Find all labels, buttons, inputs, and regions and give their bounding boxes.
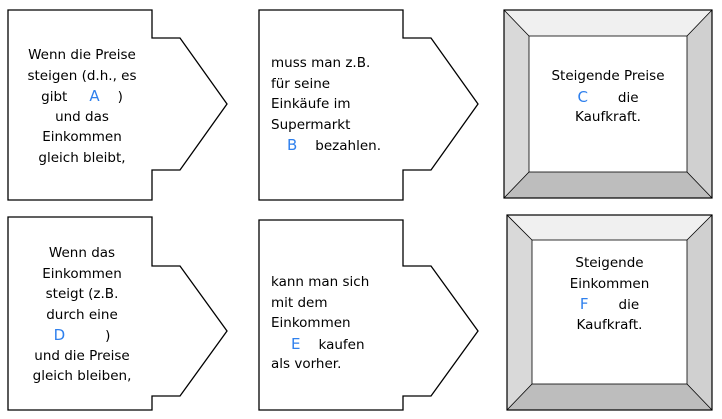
arrow-box-4	[7, 216, 228, 411]
text-line: kann man sich	[271, 274, 370, 290]
text-line: steigt (z.B.	[45, 286, 119, 302]
bevel-box-6	[506, 214, 713, 411]
text-line: Steigende Preise	[551, 68, 665, 84]
text-part: die	[618, 297, 640, 313]
text-line: muss man z.B.	[271, 55, 371, 71]
text-line: Kaufkraft.	[575, 109, 641, 125]
box2-text: muss man z.B. für seine Einkäufe im Supe…	[271, 53, 403, 156]
text-line: als vorher.	[271, 356, 342, 372]
text-part: )	[105, 328, 111, 344]
blank-letter-e: E	[291, 334, 301, 353]
text-line: Einkommen	[271, 315, 351, 331]
blank-letter-d: D	[53, 326, 66, 344]
text-line: gleich bleiben,	[32, 368, 132, 384]
blank-letter-c: C	[577, 87, 588, 106]
text-line: gleich bleibt,	[38, 149, 126, 166]
arrow-box-2	[258, 9, 479, 201]
text-line: gibt A)	[14, 86, 150, 107]
text-line: für seine	[271, 75, 331, 92]
text-line: mit dem	[271, 294, 328, 311]
bevel-box-3	[503, 9, 713, 199]
text-line: Wenn die Preise	[28, 47, 136, 63]
text-part: )	[117, 89, 123, 105]
blank-letter-f: F	[579, 295, 589, 313]
box1-text: Wenn die Preise steigen (d.h., es gibt A)…	[14, 45, 150, 168]
blank-letter-b: B	[287, 136, 298, 154]
blank-letter-a: A	[89, 87, 100, 105]
text-line: und die Preise	[34, 347, 130, 364]
box4-text: Wenn das Einkommen steigt (z.B. durch ei…	[14, 243, 150, 387]
text-line: Einkommen	[569, 275, 650, 292]
arrow-box-5	[258, 219, 479, 411]
text-part: die	[617, 89, 639, 106]
text-line: Supermarkt	[271, 116, 351, 133]
text-line: durch eine	[46, 306, 118, 323]
text-part: gibt	[41, 89, 68, 105]
text-part: kaufen	[318, 336, 365, 353]
text-line: Einkommen	[42, 129, 122, 145]
arrow-box-1	[7, 9, 228, 201]
text-line: D)	[14, 325, 150, 346]
text-line: Kaufkraft.	[576, 316, 643, 333]
text-part: bezahlen.	[315, 138, 381, 154]
text-line: und das	[55, 108, 109, 125]
text-line: Wenn das	[48, 245, 116, 261]
text-line: Einkommen	[42, 265, 122, 282]
text-line: steigen (d.h., es	[27, 67, 137, 84]
text-line: Einkäufe im	[271, 96, 351, 112]
text-line: Steigende	[575, 255, 644, 271]
